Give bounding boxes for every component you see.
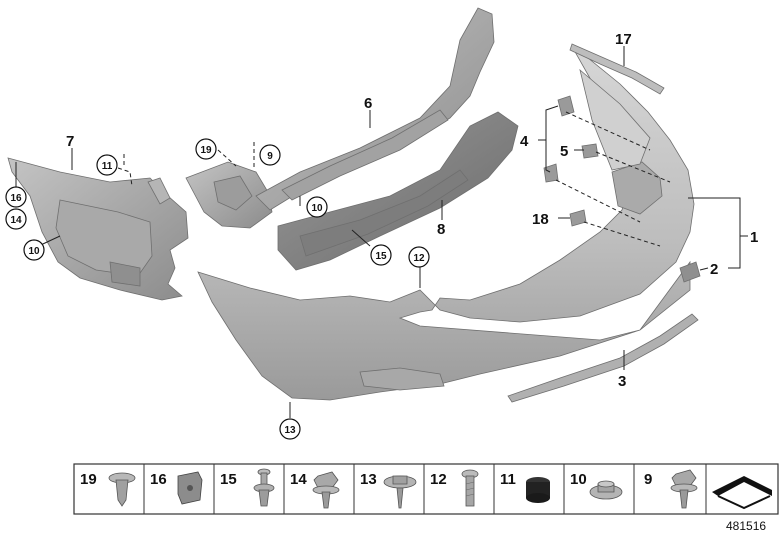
upper-mount-bracket-part <box>185 161 273 229</box>
legend-label-15: 15 <box>220 471 237 488</box>
svg-text:11: 11 <box>102 161 113 172</box>
svg-text:16: 16 <box>10 193 22 204</box>
legend-label-14: 14 <box>290 471 307 488</box>
legend-label-12: 12 <box>430 471 447 488</box>
push-rivet-icon <box>253 468 275 507</box>
expanding-rivet-icon <box>108 472 136 507</box>
rubber-buffer-icon <box>526 477 550 503</box>
circled-callout-9: 9 <box>259 144 281 166</box>
callout-1: 1 <box>750 229 758 246</box>
collar-screw-icon <box>312 471 340 509</box>
svg-text:14: 14 <box>10 215 22 226</box>
upper-trim-strip-part <box>569 43 665 95</box>
callout-4: 4 <box>520 133 529 150</box>
circled-callout-11: 11 <box>96 154 118 176</box>
legend-label-10: 10 <box>570 471 587 488</box>
circled-callout-13: 13 <box>279 418 301 440</box>
svg-text:13: 13 <box>284 425 296 436</box>
legend-label-13: 13 <box>360 471 377 488</box>
nut-clip-icon <box>177 471 203 505</box>
rear-bumper-panel-part <box>197 48 695 401</box>
callout-8: 8 <box>437 221 445 238</box>
diagram-reference-number: 481516 <box>726 519 766 533</box>
svg-text:10: 10 <box>311 203 323 214</box>
svg-text:9: 9 <box>267 151 273 162</box>
leader-lines <box>15 46 748 418</box>
circled-callout-10-left: 10 <box>23 239 45 261</box>
upper-reinforcement-part <box>255 7 495 211</box>
left-bracket-part <box>7 157 189 301</box>
cover-cap-part <box>679 261 701 283</box>
circled-callout-12: 12 <box>408 246 430 268</box>
lower-carrier-part <box>277 111 519 271</box>
hex-collar-screw-icon <box>670 469 698 509</box>
legend-label-11: 11 <box>500 471 516 488</box>
circled-callout-14: 14 <box>5 208 27 230</box>
callout-2: 2 <box>710 261 718 278</box>
legend-label-9: 9 <box>644 471 652 488</box>
svg-text:19: 19 <box>200 145 212 156</box>
bolt-icon <box>461 469 479 507</box>
callout-6: 6 <box>364 95 372 112</box>
lower-trim-strip-part <box>507 313 699 403</box>
circled-callout-16: 16 <box>5 186 27 208</box>
circled-callout-19: 19 <box>195 138 217 160</box>
callout-18: 18 <box>532 211 549 228</box>
nut-icon <box>589 480 623 500</box>
small-clip-part <box>569 209 587 227</box>
svg-text:15: 15 <box>375 251 387 262</box>
callout-5: 5 <box>560 143 568 160</box>
svg-text:12: 12 <box>413 253 425 264</box>
svg-text:10: 10 <box>28 246 40 257</box>
side-bracket-parts <box>543 95 599 183</box>
circled-callout-15: 15 <box>370 244 392 266</box>
callout-7: 7 <box>66 133 74 150</box>
callout-3: 3 <box>618 373 626 390</box>
bumper-symbol-icon <box>712 476 772 510</box>
washer-screw-icon <box>383 475 417 509</box>
callout-17: 17 <box>615 31 632 48</box>
fastener-legend: 19 16 15 14 13 12 11 10 9 <box>73 463 779 515</box>
legend-label-19: 19 <box>80 471 97 488</box>
legend-label-16: 16 <box>150 471 167 488</box>
circled-callout-10-center: 10 <box>306 196 328 218</box>
